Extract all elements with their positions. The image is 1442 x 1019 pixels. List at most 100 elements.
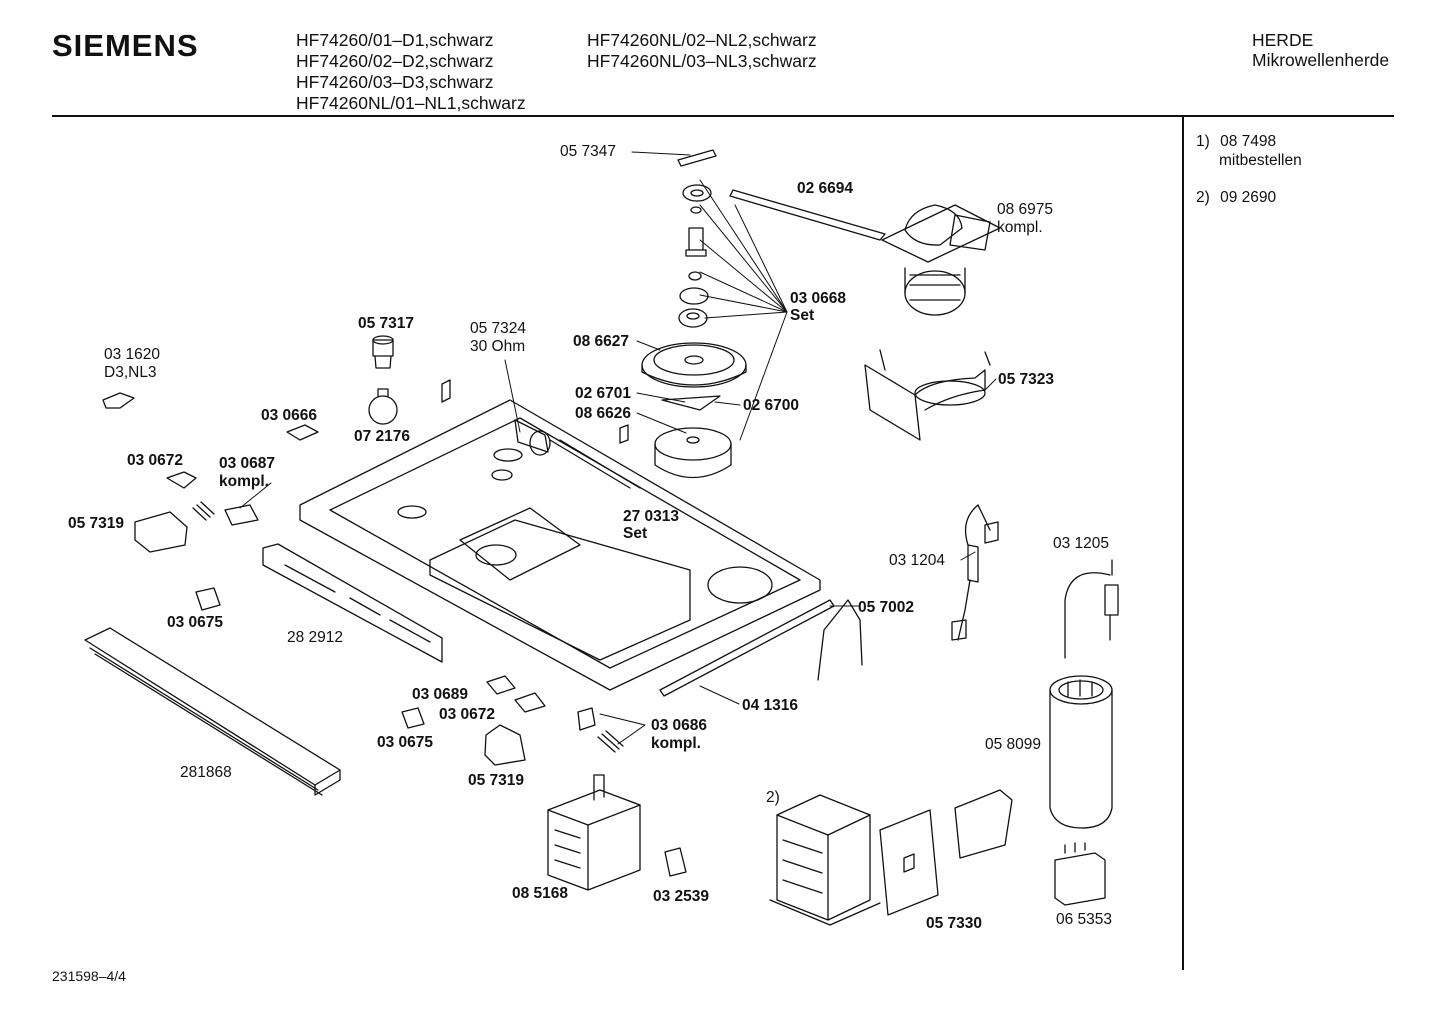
capacitor-part (1049, 675, 1113, 829)
spring-part (597, 730, 624, 753)
microswitch-part (166, 471, 197, 489)
part-label-suffix: Set (623, 525, 648, 542)
part-label: 03 1205 (1053, 535, 1110, 552)
insulation-sheet-part (879, 809, 939, 916)
part-label: 03 0672 (127, 452, 184, 469)
note-part: 09 2690 (1220, 189, 1277, 206)
front-panel-part (262, 543, 443, 663)
part-label: 03 0675 (167, 614, 224, 631)
microswitch-part (401, 707, 425, 729)
part-label: 2) (766, 789, 780, 806)
part-label: 03 0675 (377, 734, 434, 751)
part-label: 03 1620 (104, 346, 161, 363)
note-text: mitbestellen (1219, 152, 1302, 169)
door-bar-part (84, 627, 341, 796)
subcategory-title: Mikrowellenherde (1252, 50, 1390, 70)
part-label: 05 7317 (358, 315, 415, 332)
part-label: 04 1316 (742, 697, 799, 714)
belt-part (729, 189, 886, 241)
part-label: 03 0687 (219, 455, 276, 472)
shaft-part (685, 227, 707, 257)
model-entry: HF74260/02–D2,schwarz (296, 51, 494, 71)
note-1: 1) 08 7498 mitbestellen (1196, 132, 1302, 170)
model-entry: HF74260NL/02–NL2,schwarz (587, 30, 817, 50)
brand-logo: SIEMENS (52, 28, 199, 63)
part-label: 281868 (180, 764, 232, 781)
part-label: 03 0672 (439, 706, 496, 723)
mounting-bracket-part (954, 789, 1013, 859)
fan-motor-part (881, 204, 1001, 316)
exploded-view-diagram (84, 149, 1119, 926)
part-label: 05 8099 (985, 736, 1042, 753)
air-duct-part (864, 349, 991, 441)
model-list-primary: HF74260/01–D1,schwarz HF74260/02–D2,schw… (296, 30, 526, 114)
part-label: 02 6700 (743, 397, 800, 414)
lamp-bulb-part (368, 388, 398, 425)
part-label: 05 7323 (998, 371, 1055, 388)
model-entry: HF74260NL/01–NL1,schwarz (296, 93, 526, 113)
part-label-suffix: kompl. (997, 219, 1043, 236)
part-label-suffix: D3,NL3 (104, 364, 157, 381)
note-2: 2) 09 2690 (1196, 188, 1276, 207)
part-label-suffix: kompl. (651, 735, 701, 752)
microswitch-part (195, 587, 221, 611)
part-label: 27 0313 (623, 508, 680, 525)
roller-part (678, 308, 708, 328)
spring-part (192, 501, 215, 521)
part-label: 03 0668 (790, 290, 847, 307)
clip-part (441, 379, 451, 403)
model-entry: HF74260/01–D1,schwarz (296, 30, 494, 50)
part-label: 06 5353 (1056, 911, 1113, 928)
part-label: 02 6694 (797, 180, 854, 197)
microswitch-part (514, 692, 546, 713)
lamp-socket-part (372, 335, 394, 369)
switch-holder-part (134, 511, 188, 553)
microswitch-part (486, 675, 516, 695)
seal-strip-part (659, 599, 835, 697)
lever-part (224, 504, 259, 526)
model-list-secondary: HF74260NL/02–NL2,schwarz HF74260NL/03–NL… (587, 30, 817, 72)
notes-divider (1182, 116, 1184, 970)
document-id: 231598–4/4 (52, 968, 126, 984)
part-label: 03 0666 (261, 407, 318, 424)
part-label: 05 7002 (858, 599, 915, 616)
note-number: 1) (1196, 133, 1210, 150)
switch-holder-part (286, 424, 319, 441)
switch-part (664, 847, 687, 877)
part-label: 08 6975 (997, 201, 1054, 218)
part-label: 08 6626 (575, 405, 632, 422)
turntable-drive-part (641, 342, 747, 388)
relay-part (1054, 842, 1106, 906)
bracket-part (677, 149, 717, 167)
part-label-suffix: Set (790, 307, 815, 324)
part-label: 05 7324 (470, 320, 527, 337)
part-label: 02 6701 (575, 385, 632, 402)
model-entry: HF74260NL/03–NL3,schwarz (587, 51, 817, 71)
part-label-suffix: kompl. (219, 473, 269, 490)
turntable-wheel-part (654, 427, 732, 479)
leader-lines (239, 151, 997, 745)
thermal-fuse-part (951, 504, 999, 641)
base-frame-part (299, 399, 821, 691)
part-label: 05 7347 (560, 143, 617, 160)
magnetron-part (547, 774, 641, 891)
switch-part (577, 707, 596, 731)
part-label: 05 7330 (926, 915, 983, 932)
part-label-suffix: 30 Ohm (470, 338, 526, 355)
part-label: 07 2176 (354, 428, 411, 445)
part-label: 05 7319 (468, 772, 525, 789)
clip-part (619, 424, 629, 444)
diode-part (1064, 559, 1119, 659)
clamp-part (817, 599, 863, 681)
category-title: HERDE (1252, 30, 1314, 50)
part-label: 03 1204 (889, 552, 946, 569)
part-label: 05 7319 (68, 515, 125, 532)
category-block: HERDE Mikrowellenherde (1252, 30, 1389, 70)
part-label: 08 5168 (512, 885, 569, 902)
part-label: 03 2539 (653, 888, 710, 905)
transformer-part (769, 794, 881, 926)
note-number: 2) (1196, 189, 1210, 206)
part-label: 03 0689 (412, 686, 469, 703)
model-entry: HF74260/03–D3,schwarz (296, 72, 494, 92)
switch-holder-part (484, 724, 526, 766)
